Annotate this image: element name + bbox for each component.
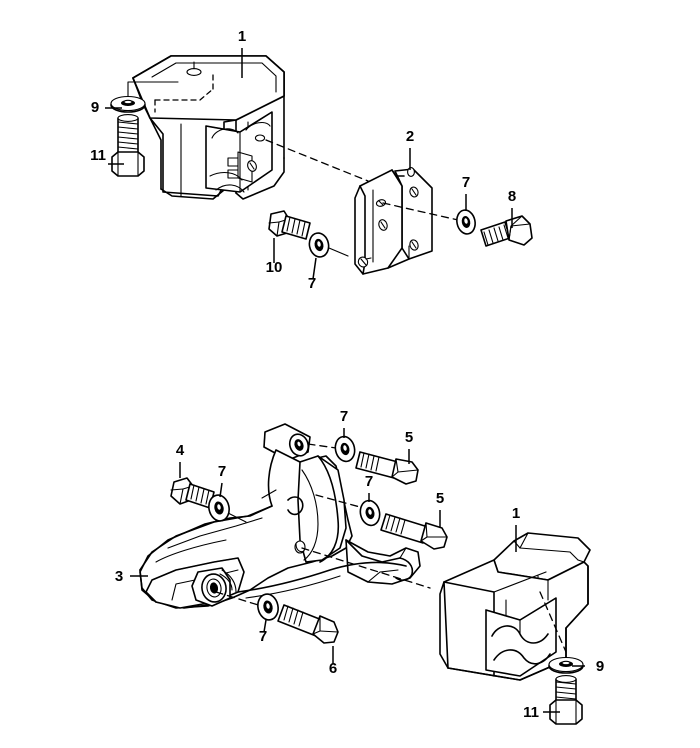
part-11-hex-nut-stud-lower[interactable] [549, 675, 583, 725]
part-7-washer-lower-upper[interactable] [333, 435, 357, 463]
leader-line-callout-7-upper-middle [312, 257, 317, 280]
part-7-washer-lower-left[interactable] [207, 493, 232, 523]
callout-7-upper-middle: 7 [308, 275, 316, 292]
tie-line-washer-to-mount-upper [127, 81, 179, 97]
part-3-lower-boss [191, 567, 237, 607]
callout-8: 8 [508, 188, 516, 205]
callout-4: 4 [176, 442, 185, 459]
part-9-flat-washer-upper[interactable] [110, 95, 146, 113]
assembly-axis-arm-to-bolt5-upper [307, 443, 337, 449]
assembly-axis-arm-to-bolt5-lower [315, 494, 361, 508]
part-7-washer-lower-middle[interactable] [358, 499, 382, 527]
callout-7-lower-left: 7 [218, 463, 226, 480]
part-5-bolt-lower[interactable] [380, 513, 448, 550]
tie-line-washer-to-bracket-upper [328, 247, 349, 257]
assembly-axis-mount-to-bracket [265, 139, 369, 182]
callout-5-lower: 5 [436, 490, 444, 507]
part-1-engine-mount-lower[interactable] [439, 532, 591, 681]
part-5-bolt-upper[interactable] [355, 451, 419, 485]
callout-10: 10 [266, 259, 283, 276]
leader-line-callout-7-lower-left [219, 482, 223, 498]
part-1-engine-mount-upper[interactable] [132, 55, 285, 200]
callout-11-upper: 11 [90, 147, 106, 164]
part-2-mounting-bracket[interactable] [354, 167, 433, 275]
part-7-washer-upper-middle[interactable] [307, 231, 331, 258]
assembly-axis-arm-to-mount-lower [301, 547, 431, 589]
upper-assembly-group [105, 48, 533, 280]
part-7-washer-lower-bottom[interactable] [256, 592, 281, 622]
assembly-axis-mount-to-washer-lower [539, 591, 567, 653]
assembly-axis-bracket-to-bolt8 [382, 202, 459, 221]
part-10-bolt[interactable] [268, 210, 311, 240]
callout-2: 2 [406, 128, 414, 145]
assembly-axis-arm-to-bolt6 [215, 591, 269, 609]
callout-7-lower-bottom: 7 [259, 628, 267, 645]
callout-7-lower-upper: 7 [340, 408, 348, 425]
callout-7-upper-right: 7 [462, 174, 470, 191]
callout-6: 6 [329, 660, 337, 677]
part-4-bolt[interactable] [170, 477, 215, 509]
part-9-flat-washer-lower[interactable] [548, 656, 584, 674]
part-11-hex-nut-stud-upper[interactable] [111, 114, 145, 177]
callout-9-upper: 9 [91, 99, 99, 116]
callout-1-upper: 1 [238, 28, 246, 45]
callout-3: 3 [115, 568, 123, 585]
leader-line-callout-7-lower-bottom [263, 619, 267, 633]
part-3-mounting-arm-bracket[interactable] [139, 423, 421, 609]
callout-7-lower-middle: 7 [365, 473, 373, 490]
callout-9-lower: 9 [596, 658, 604, 675]
callout-1-lower: 1 [512, 505, 520, 522]
part-7-washer-upper-right[interactable] [455, 208, 478, 235]
callout-number-layer: 1 9 11 2 7 8 10 7 7 5 4 7 7 5 1 3 7 6 9 … [90, 28, 604, 721]
lower-assembly-group [130, 423, 591, 725]
callout-5-upper: 5 [405, 429, 413, 446]
part-6-bolt[interactable] [277, 604, 339, 644]
callout-11-lower: 11 [523, 704, 539, 721]
